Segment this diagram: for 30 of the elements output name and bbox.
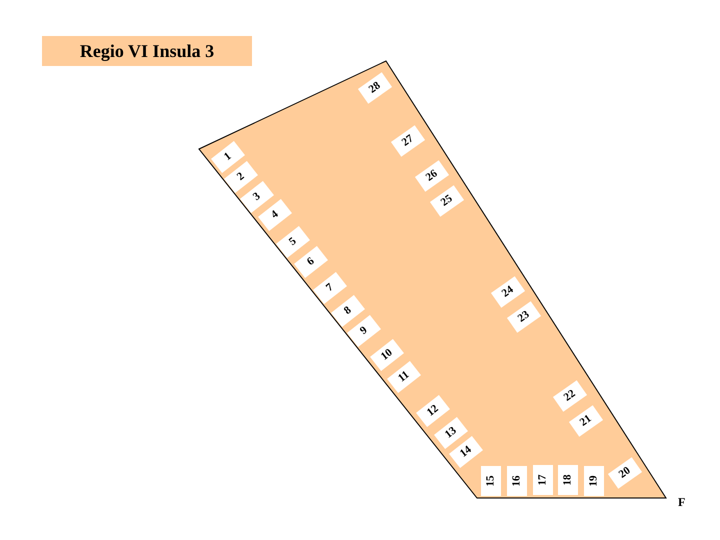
entrance-number: 5 [287, 236, 299, 248]
entrance-number: 17 [538, 474, 548, 486]
entrance-number: 11 [396, 369, 412, 385]
entrance-number: 23 [516, 309, 532, 325]
entrance-number: 28 [367, 80, 383, 96]
entrance-number: 13 [443, 425, 459, 441]
entrance-number: 15 [486, 476, 496, 486]
entrance-number: 25 [439, 193, 455, 209]
entrance-number: 10 [379, 347, 395, 363]
entrance-number: 9 [358, 324, 370, 338]
entrance-number: 12 [425, 403, 441, 419]
entrance-number: 18 [562, 474, 574, 486]
entrance-number: 4 [269, 208, 281, 222]
entrance-number: 2 [235, 170, 247, 184]
entrance-number: 22 [562, 388, 578, 404]
entrance-number: 20 [617, 465, 633, 481]
entrance-number: 24 [500, 284, 516, 300]
entrance-number: 27 [400, 133, 416, 149]
entrance-number: 19 [588, 476, 600, 486]
entrance-number: 21 [578, 413, 594, 429]
entrance-number: 7 [324, 282, 336, 294]
corner-letter: F [678, 495, 686, 510]
entrance-number: 26 [424, 168, 440, 184]
entrance-number: 1 [222, 150, 234, 164]
entrance-number: 8 [342, 304, 354, 318]
entrance-number: 3 [251, 190, 263, 204]
entrance-number: 16 [512, 476, 522, 486]
title-banner: Regio VI Insula 3 [42, 36, 252, 66]
entrance-number: 14 [458, 444, 474, 460]
entrance-number: 6 [305, 256, 317, 268]
